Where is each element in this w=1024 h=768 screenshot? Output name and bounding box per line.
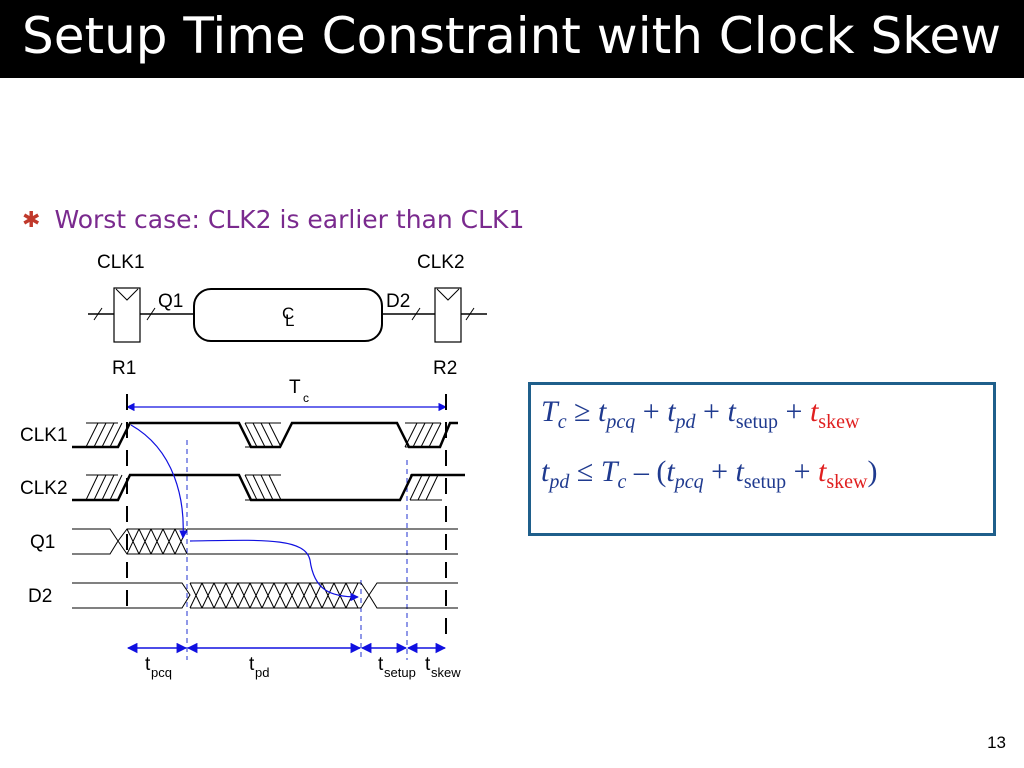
setup-constraint-equation: Tc ≥ tpcq + tpd + tsetup + tskew (541, 395, 860, 433)
register-r1 (113, 287, 141, 343)
clock-triangle-r2 (436, 288, 460, 301)
bus-slash (146, 307, 156, 321)
q1-signal-label: Q1 (30, 532, 55, 553)
r1-label: R1 (112, 358, 136, 379)
tpd-constraint-equation: tpd ≤ Tc – (tpcq + tsetup + tskew) (541, 455, 878, 493)
d2-circuit-label: D2 (386, 291, 410, 312)
q1-to-d2-arrow (189, 539, 359, 602)
bus-slash (411, 307, 421, 321)
timing-diagram: T c CLK1 CLK2 Q1 D2 (20, 377, 465, 680)
bullet-point: ✱ Worst case: CLK2 is earlier than CLK1 (22, 205, 524, 235)
tpcq-label: t (145, 654, 151, 675)
q1-waveform (72, 528, 458, 555)
tsetup-subscript: setup (384, 665, 416, 680)
tpd-label: t (249, 654, 255, 675)
clk2-circuit-label: CLK2 (417, 252, 465, 273)
q1-circuit-label: Q1 (158, 291, 183, 312)
r2-label: R2 (433, 358, 457, 379)
bus-slash (93, 307, 103, 321)
tskew-label: t (425, 654, 431, 675)
d2-waveform (72, 582, 458, 609)
cl-letter-c: C (282, 304, 294, 323)
tc-label: T (289, 377, 301, 398)
asterisk-bullet-icon: ✱ (22, 207, 41, 232)
clk1-circuit-label: CLK1 (97, 252, 145, 273)
d2-signal-label: D2 (28, 586, 52, 607)
bullet-text: Worst case: CLK2 is earlier than CLK1 (54, 205, 525, 234)
clk2-signal-label: CLK2 (20, 478, 68, 499)
circuit: CLK1 CLK2 C L Q1 D2 R1 R2 (88, 252, 487, 379)
slide-title: Setup Time Constraint with Clock Skew (22, 7, 1002, 65)
tpd-subscript: pd (255, 665, 269, 680)
combinational-logic-block (193, 288, 383, 342)
clock-triangle-r1 (115, 288, 139, 301)
tc-subscript: c (303, 391, 309, 405)
tskew-subscript: skew (431, 665, 461, 680)
page-number: 13 (987, 733, 1006, 752)
cl-letter-l: L (285, 311, 294, 330)
tpcq-subscript: pcq (151, 665, 172, 680)
clk2-waveform (72, 473, 465, 502)
register-r2 (434, 287, 462, 343)
title-bar: Setup Time Constraint with Clock Skew (0, 0, 1024, 78)
tsetup-label: t (378, 654, 384, 675)
clk1-waveform (72, 421, 458, 449)
clk1-signal-label: CLK1 (20, 425, 68, 446)
clk1-to-q1-arrow (130, 424, 188, 539)
equation-box: Tc ≥ tpcq + tpd + tsetup + tskew tpd ≤ T… (528, 382, 996, 536)
bus-slash (465, 307, 475, 321)
